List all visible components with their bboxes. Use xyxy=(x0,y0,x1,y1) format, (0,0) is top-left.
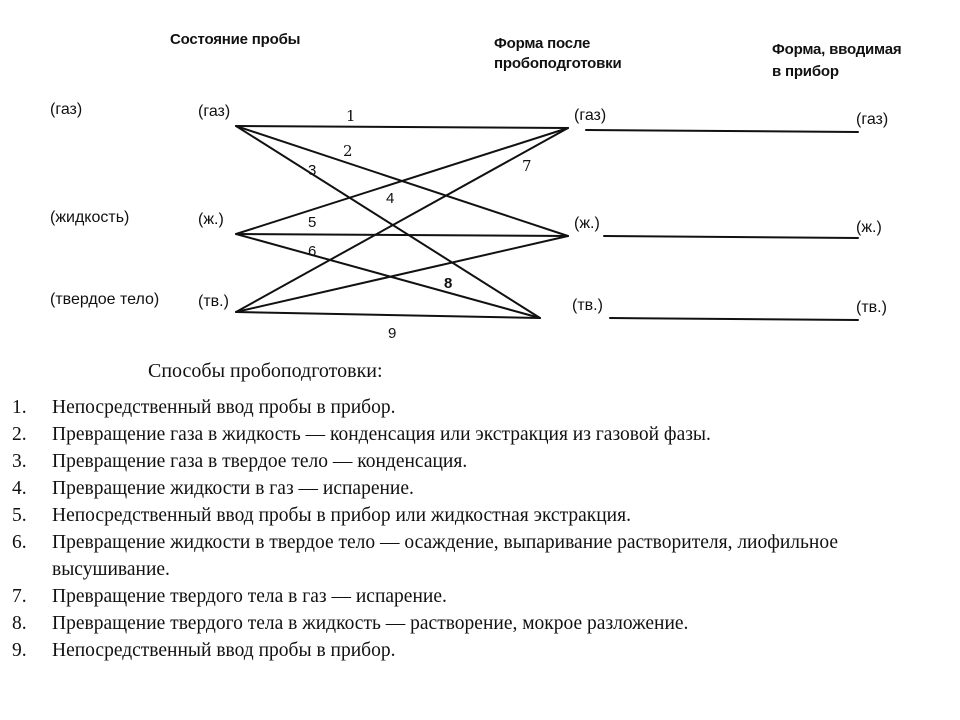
header-after-prep-line1: Форма после xyxy=(494,35,591,52)
path-number-7: 7 xyxy=(522,157,532,175)
path-6-line xyxy=(235,233,541,319)
method-item-9: 9. Непосредственный ввод пробы в прибор. xyxy=(12,637,952,664)
path-1-line xyxy=(235,125,569,129)
instr-form-gas: (газ) xyxy=(856,111,889,128)
methods-list: 1.Непосредственный ввод пробы в прибор. … xyxy=(12,394,952,664)
method-text: Превращение твердого тела в газ — испаре… xyxy=(52,586,447,607)
method-number: 7. xyxy=(12,586,27,607)
state-full-gas: (газ) xyxy=(50,101,83,118)
instr-form-liquid: (ж.) xyxy=(856,219,882,236)
state-short-solid: (тв.) xyxy=(198,293,229,310)
instr-form-solid: (тв.) xyxy=(856,299,887,316)
method-text: Превращение жидкости в твердое тело — ос… xyxy=(52,532,839,580)
method-text: Превращение жидкости в газ — испарение. xyxy=(52,478,414,499)
method-number: 1. xyxy=(12,397,27,418)
method-item-4: 4. Превращение жидкости в газ — испарение… xyxy=(12,475,952,502)
methods-caption: Способы пробоподготовки: xyxy=(148,360,383,382)
instr-line-solid xyxy=(609,317,859,321)
state-short-liquid: (ж.) xyxy=(198,211,224,228)
path-number-1: 1 xyxy=(346,107,356,125)
method-item-7: 7. Превращение твердого тела в газ — испа… xyxy=(12,583,952,610)
header-sample-state: Состояние пробы xyxy=(170,31,301,48)
path-7-line xyxy=(235,127,569,313)
method-item-6: 6. Превращение жидкости в твердое тело — … xyxy=(12,529,952,583)
method-text: Превращение твердого тела в жидкость — р… xyxy=(52,613,689,634)
method-text: Превращение газа в жидкость — конденсаци… xyxy=(52,424,711,445)
path-number-6: 6 xyxy=(308,243,317,260)
state-short-gas: (газ) xyxy=(198,103,231,120)
method-item-5: 5. Непосредственный ввод пробы в прибор и… xyxy=(12,502,952,529)
state-full-solid: (твердое тело) xyxy=(50,291,160,308)
header-into-instrument-line1: Форма, вводимая xyxy=(772,41,902,58)
method-number: 4. xyxy=(12,478,27,499)
path-8-line xyxy=(235,235,569,313)
method-text: Непосредственный ввод пробы в прибор. xyxy=(52,640,396,661)
path-number-8: 8 xyxy=(444,275,453,292)
path-number-9: 9 xyxy=(388,325,397,342)
method-item-3: 3. Превращение газа в твердое тело — конд… xyxy=(12,448,952,475)
prep-form-solid: (тв.) xyxy=(572,297,603,314)
prep-form-gas: (газ) xyxy=(574,107,607,124)
method-text: Превращение газа в твердое тело — конден… xyxy=(52,451,468,472)
method-number: 8. xyxy=(12,613,27,634)
method-number: 2. xyxy=(12,424,27,445)
instr-line-liquid xyxy=(603,235,859,239)
method-item-1: 1. Непосредственный ввод пробы в прибор. xyxy=(12,394,952,421)
path-number-3: 3 xyxy=(308,162,317,179)
method-number: 3. xyxy=(12,451,27,472)
path-4-line xyxy=(235,127,569,235)
method-number: 5. xyxy=(12,505,27,526)
path-number-4: 4 xyxy=(386,190,395,207)
method-number: 9. xyxy=(12,640,27,661)
path-9-line xyxy=(235,311,541,319)
method-text: Непосредственный ввод пробы в прибор или… xyxy=(52,505,631,526)
method-text: Непосредственный ввод пробы в прибор. xyxy=(52,397,396,418)
method-item-2: 2. Превращение газа в жидкость — конденса… xyxy=(12,421,952,448)
path-number-5: 5 xyxy=(308,214,317,231)
instr-line-gas xyxy=(585,129,859,133)
path-5-line xyxy=(235,233,569,237)
method-number: 6. xyxy=(12,532,27,553)
path-number-2: 2 xyxy=(343,142,353,160)
path-3-line xyxy=(235,125,541,319)
state-full-liquid: (жидкость) xyxy=(50,209,130,226)
method-item-8: 8. Превращение твердого тела в жидкость —… xyxy=(12,610,952,637)
header-after-prep-line2: пробоподготовки xyxy=(494,55,622,72)
prep-form-liquid: (ж.) xyxy=(574,215,600,232)
preparation-paths-diagram xyxy=(235,125,859,321)
header-into-instrument-line2: в прибор xyxy=(772,63,839,80)
